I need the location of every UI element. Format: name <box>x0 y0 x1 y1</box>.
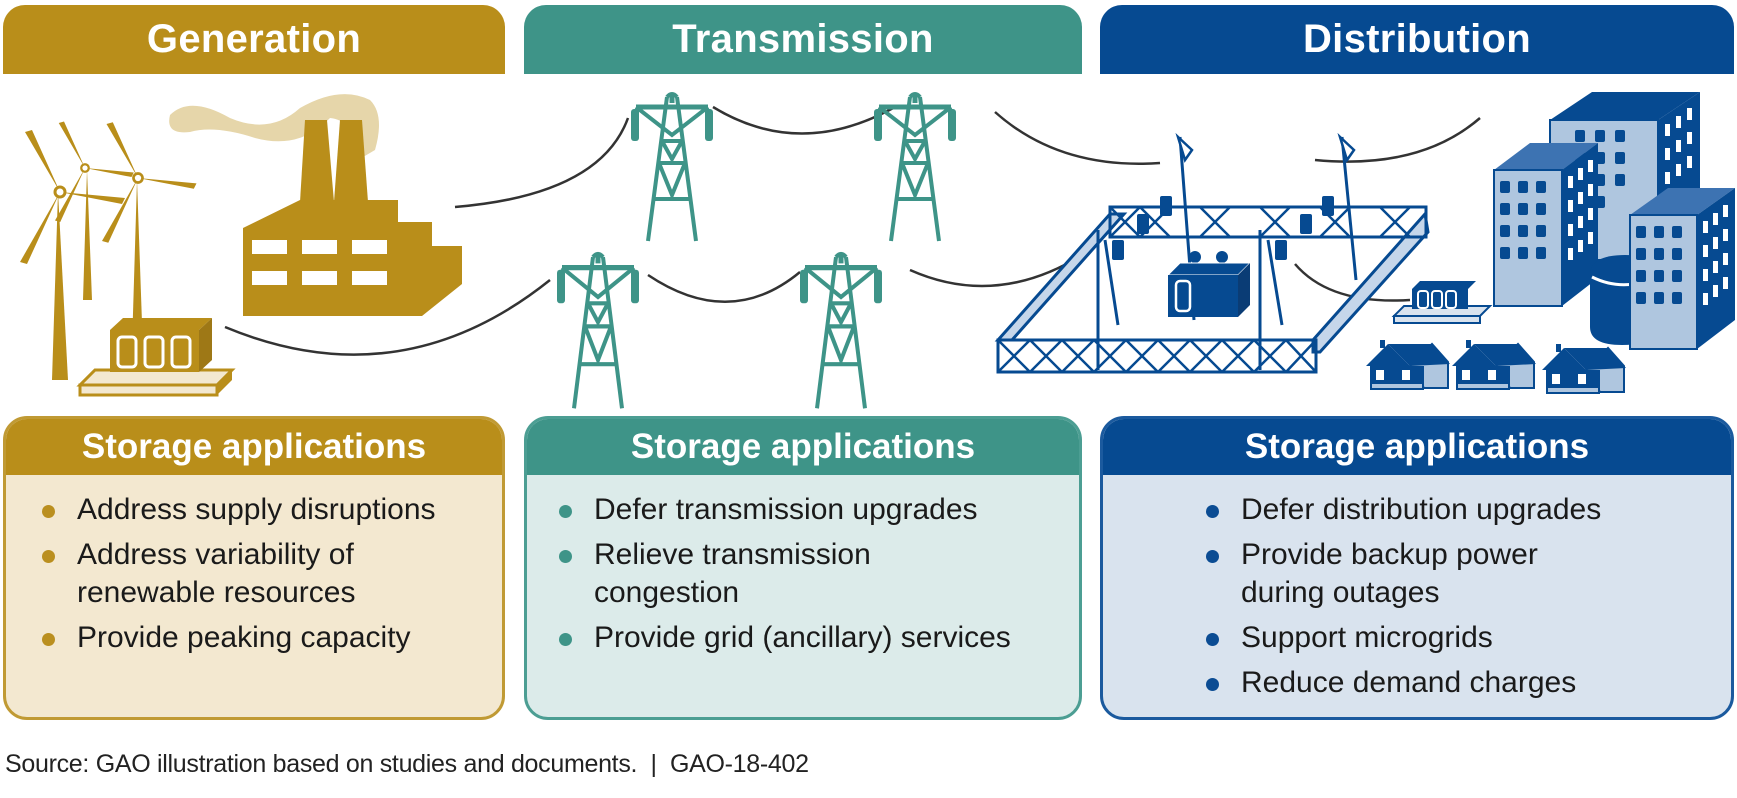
distribution-storage-card: Storage applications Defer distribution … <box>1100 416 1734 720</box>
grid-illustration <box>18 80 1735 410</box>
list-item: Defer distribution upgrades <box>1206 491 1601 529</box>
transmission-header: Transmission <box>524 5 1082 74</box>
list-item: Relieve transmission congestion <box>559 536 924 612</box>
battery-storage-icon <box>76 318 236 397</box>
application-list: Defer transmission upgrades Relieve tran… <box>559 491 1011 664</box>
transformer-icon <box>1166 251 1252 317</box>
generation-storage-card: Storage applications Address supply disr… <box>3 416 505 720</box>
house-icon <box>1451 339 1537 391</box>
bullet-icon <box>42 550 55 563</box>
factory-icon <box>243 120 462 316</box>
substation-icon <box>994 132 1430 374</box>
list-item: Address variability of renewable resourc… <box>42 536 497 612</box>
list-item: Support microgrids <box>1206 619 1581 657</box>
distribution-header: Distribution <box>1100 5 1734 74</box>
transmission-tower-icon <box>631 94 713 241</box>
distribution-title: Distribution <box>1302 17 1531 61</box>
list-item: Provide peaking capacity <box>42 619 497 657</box>
bullet-icon <box>42 505 55 518</box>
card-heading: Storage applications <box>527 419 1079 475</box>
application-list: Defer distribution upgrades Provide back… <box>1206 491 1601 709</box>
battery-storage-icon <box>1391 281 1493 324</box>
card-heading: Storage applications <box>1103 419 1731 475</box>
office-building-icon <box>1629 188 1735 350</box>
bullet-icon <box>559 633 572 646</box>
transmission-title: Transmission <box>672 17 934 61</box>
insulator-icons <box>1112 196 1334 260</box>
list-item: Address supply disruptions <box>42 491 497 529</box>
list-item: Defer transmission upgrades <box>559 491 978 529</box>
list-item: Reduce demand charges <box>1206 664 1581 702</box>
source-caption: Source: GAO illustration based on studie… <box>5 750 809 778</box>
transmission-storage-card: Storage applications Defer transmission … <box>524 416 1082 720</box>
bullet-icon <box>1206 550 1219 563</box>
bullet-icon <box>1206 505 1219 518</box>
application-list: Address supply disruptions Address varia… <box>42 491 497 664</box>
house-icon <box>1365 339 1451 391</box>
bullet-icon <box>1206 633 1219 646</box>
house-icon <box>1541 343 1627 395</box>
generation-header: Generation <box>3 5 505 74</box>
generation-title: Generation <box>146 17 362 61</box>
transmission-tower-icon <box>800 254 882 408</box>
bullet-icon <box>559 505 572 518</box>
transmission-tower-icon <box>557 254 639 408</box>
bullet-icon <box>559 550 572 563</box>
bullet-icon <box>1206 678 1219 691</box>
list-item: Provide backup power during outages <box>1206 536 1581 612</box>
card-heading: Storage applications <box>6 419 502 475</box>
list-item: Provide grid (ancillary) services <box>559 619 1011 657</box>
bullet-icon <box>42 633 55 646</box>
smoke-icon <box>169 94 379 160</box>
transmission-tower-icon <box>874 94 956 241</box>
